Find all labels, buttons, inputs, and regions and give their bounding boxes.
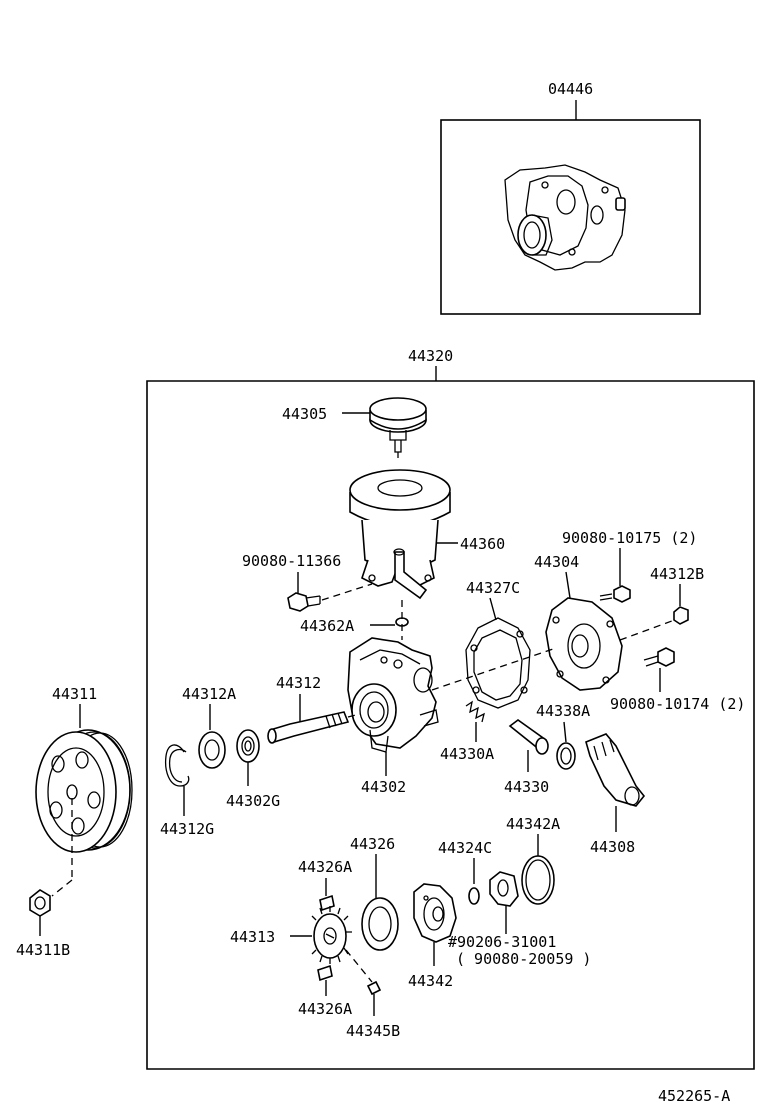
label-90080-20059: ( 90080-20059 ) <box>456 950 591 968</box>
label-44312: 44312 <box>276 674 321 692</box>
diagram-code: 452265-A <box>658 1087 730 1105</box>
label-44360: 44360 <box>460 535 505 553</box>
label-44320: 44320 <box>408 347 453 365</box>
valve-44330: 44330 <box>504 719 549 796</box>
label-90206-31001: #90206-31001 <box>448 933 556 951</box>
label-44342: 44342 <box>408 972 453 990</box>
gasket-kit-group: 04446 <box>440 80 701 315</box>
label-44311: 44311 <box>52 685 97 703</box>
nut-44312b: 44312B <box>650 565 704 625</box>
cover-44304: 44304 <box>431 553 681 691</box>
pin-44326a-bottom: 44326A <box>298 964 352 1018</box>
label-44330: 44330 <box>504 778 549 796</box>
snap-ring-44312g: 44312G <box>160 744 214 838</box>
pressure-plate-44342: 44342 <box>408 883 457 990</box>
cam-ring-44326: 44326 <box>350 835 399 951</box>
label-44345B: 44345B <box>346 1022 400 1040</box>
union-44308: 44308 <box>585 733 646 856</box>
label-44342A: 44342A <box>506 815 560 833</box>
pump-assembly-group: 44320 <box>146 347 755 1070</box>
label-44313: 44313 <box>230 928 275 946</box>
label-44362A: 44362A <box>300 617 354 635</box>
key-44345b: 44345B <box>346 980 400 1040</box>
label-44302: 44302 <box>361 778 406 796</box>
bolt-90080-10175: 90080-10175 (2) <box>562 529 697 603</box>
label-44302G: 44302G <box>226 792 280 810</box>
label-44308: 44308 <box>590 838 635 856</box>
pin-44326a-top: 44326A <box>298 858 352 912</box>
rotor-44313: 44313 <box>230 906 373 983</box>
label-44305: 44305 <box>282 405 327 423</box>
bearing-44302g: 44302G <box>226 729 280 810</box>
pump-body: 44302 <box>347 637 439 796</box>
label-44326: 44326 <box>350 835 395 853</box>
washer-90206-31001: #90206-31001 ( 90080-20059 ) <box>448 871 591 968</box>
reservoir: 44360 <box>349 469 505 600</box>
label-90080-11366: 90080-11366 <box>242 552 341 570</box>
label-90080-10174: 90080-10174 (2) <box>610 695 745 713</box>
gasket-kit-drawing <box>504 164 626 271</box>
label-44326A-bottom: 44326A <box>298 1000 352 1018</box>
o-ring-44338a: 44338A <box>536 702 590 770</box>
pump-assembly-frame <box>146 380 755 1070</box>
spring-44330a: 44330A <box>440 700 494 763</box>
label-44324C: 44324C <box>438 839 492 857</box>
o-ring-44362a: 44362A <box>300 600 409 640</box>
o-ring-44324c: 44324C <box>438 839 492 905</box>
pulley-44311: 44311 <box>35 685 133 897</box>
bolt-90080-11366: 90080-11366 <box>242 552 373 612</box>
gasket-44327c: 44327C <box>465 579 531 709</box>
reservoir-cap: 44305 <box>282 397 427 458</box>
label-44338A: 44338A <box>536 702 590 720</box>
gasket-kit-box <box>440 119 701 315</box>
label-90080-10175: 90080-10175 (2) <box>562 529 697 547</box>
label-44312A: 44312A <box>182 685 236 703</box>
label-04446: 04446 <box>548 80 593 98</box>
label-44312G: 44312G <box>160 820 214 838</box>
label-44326A-top: 44326A <box>298 858 352 876</box>
shaft-44312: 44312 <box>267 674 361 744</box>
label-44312B: 44312B <box>650 565 704 583</box>
o-ring-44342a: 44342A <box>506 815 560 905</box>
nut-44311b: 44311B <box>16 889 70 959</box>
label-44304: 44304 <box>534 553 579 571</box>
label-44330A: 44330A <box>440 745 494 763</box>
label-44327C: 44327C <box>466 579 520 597</box>
label-44311B: 44311B <box>16 941 70 959</box>
bolt-90080-10174: 90080-10174 (2) <box>610 647 745 713</box>
seal-44312a: 44312A <box>182 685 236 769</box>
